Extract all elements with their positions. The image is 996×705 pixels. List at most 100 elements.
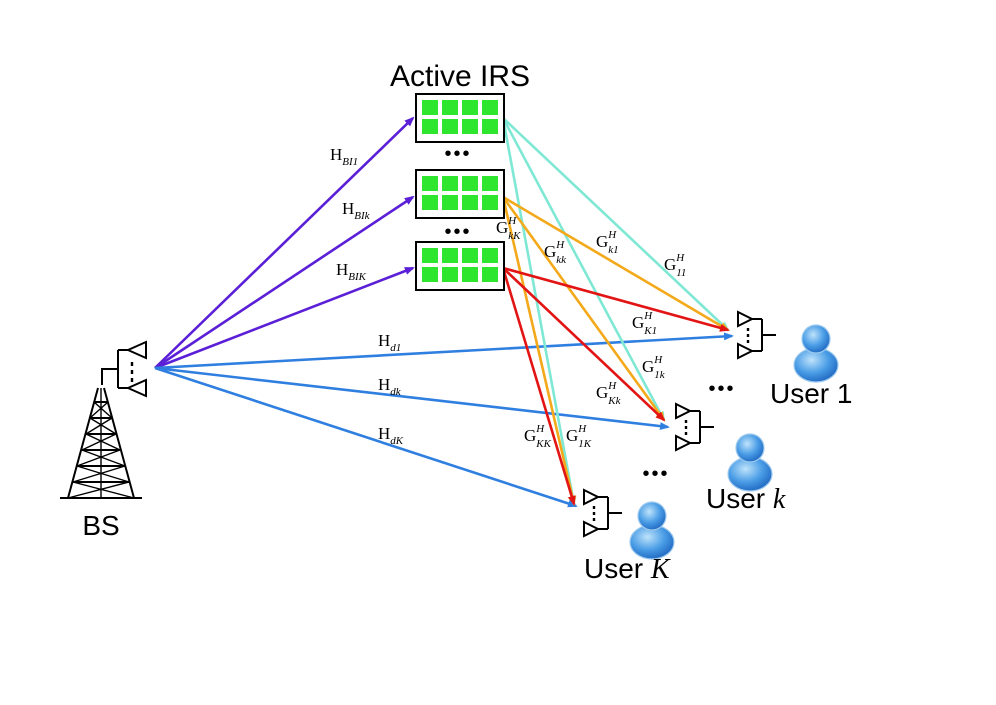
link-irsk-userK <box>501 196 577 506</box>
label-base: G <box>524 426 536 445</box>
link-bs-irsK <box>154 266 415 370</box>
label-direct: HdK <box>378 424 404 447</box>
label-base: H <box>336 260 348 279</box>
irs-element <box>422 119 438 134</box>
link-irs1-userk <box>501 117 666 422</box>
irs-element <box>482 176 498 191</box>
irs-element <box>482 195 498 210</box>
irs-element <box>442 119 458 134</box>
irs-element <box>462 100 478 115</box>
label-sup: H <box>577 423 587 435</box>
label-direct: Hdk <box>378 375 402 398</box>
irs-element <box>462 195 478 210</box>
irs-element <box>482 100 498 115</box>
irs-element <box>462 119 478 134</box>
irs-element <box>442 195 458 210</box>
label-sub: kk <box>556 254 567 266</box>
label-sub: BI1 <box>342 156 358 168</box>
irs-element <box>462 267 478 282</box>
label-sup: H <box>607 380 617 392</box>
user-label-prefix: User <box>584 553 651 584</box>
label-bs-irs: HBIk <box>342 199 371 222</box>
label-irs-user: GH Kk <box>596 380 622 407</box>
user-3: User K <box>583 488 675 585</box>
label-base: G <box>596 232 608 251</box>
label-sup: H <box>607 229 617 241</box>
link-bs-irsk <box>154 195 415 370</box>
label-base: G <box>496 218 508 237</box>
label-sub: 11 <box>676 267 686 279</box>
link-irsK-user1 <box>502 266 730 332</box>
label-base: G <box>596 383 608 402</box>
user-label-prefix: User <box>770 378 837 409</box>
label-sub: dk <box>390 386 402 398</box>
user-label: User k <box>706 483 786 515</box>
user-label-index: 1 <box>837 378 853 409</box>
direct-links <box>154 332 734 508</box>
irs-dots-lower: ••• <box>444 221 471 243</box>
irs-element <box>462 248 478 263</box>
irs-element <box>422 195 438 210</box>
label-sup: H <box>507 215 517 227</box>
label-sup: H <box>535 423 545 435</box>
irs-panels <box>415 93 505 291</box>
link-irs1-userK <box>501 117 577 506</box>
user-antenna-icon <box>675 402 714 452</box>
link-irsk-userk <box>501 196 666 422</box>
link-irsk-user1 <box>502 195 730 332</box>
label-sup: H <box>675 252 685 264</box>
label-bs-irs: HBI1 <box>330 145 358 168</box>
label-base: G <box>632 313 644 332</box>
link-irsK-userk <box>502 267 666 422</box>
label-sub: BIK <box>348 271 366 283</box>
label-base: G <box>566 426 578 445</box>
label-irs-user: GH 1K <box>566 423 592 450</box>
label-direct: Hd1 <box>378 331 401 354</box>
irs-element <box>462 176 478 191</box>
irs-element <box>422 176 438 191</box>
label-base: G <box>664 255 676 274</box>
irs-element <box>482 248 498 263</box>
label-sub: d1 <box>390 342 401 354</box>
user-1: User 1 <box>737 310 853 409</box>
irs1-user-links <box>501 117 730 506</box>
link-irsK-userK <box>501 267 576 506</box>
irs-element <box>422 267 438 282</box>
irs-panel <box>415 93 505 143</box>
user-dots-lower: ••• <box>642 463 669 485</box>
user-person-icon <box>793 324 839 383</box>
label-sub: Kk <box>607 395 621 407</box>
link-bs-irs1 <box>154 116 415 369</box>
label-sub: 1K <box>578 438 592 450</box>
user-person-icon <box>629 501 675 560</box>
irs-element <box>482 267 498 282</box>
link-bs-userk <box>154 366 670 431</box>
user-antenna-icon <box>583 488 622 538</box>
irs-dots-upper: ••• <box>444 143 471 165</box>
user-label-index: k <box>773 484 786 515</box>
bs-label: BS <box>82 510 119 541</box>
label-sub: k1 <box>608 244 618 256</box>
label-sub: kK <box>508 230 521 242</box>
link-bs-user1 <box>154 332 734 370</box>
bs-irs-links <box>154 116 415 370</box>
irs-element <box>422 100 438 115</box>
irs-element <box>422 248 438 263</box>
irs-panel <box>415 169 505 219</box>
irs-panel <box>415 241 505 291</box>
label-base: H <box>378 375 390 394</box>
irs-title: Active IRS <box>390 60 530 93</box>
user-antenna-icon <box>737 310 776 360</box>
irs-element <box>442 176 458 191</box>
irs-element <box>442 267 458 282</box>
irs-element <box>442 248 458 263</box>
label-base: H <box>378 331 390 350</box>
label-sub: K1 <box>643 325 657 337</box>
